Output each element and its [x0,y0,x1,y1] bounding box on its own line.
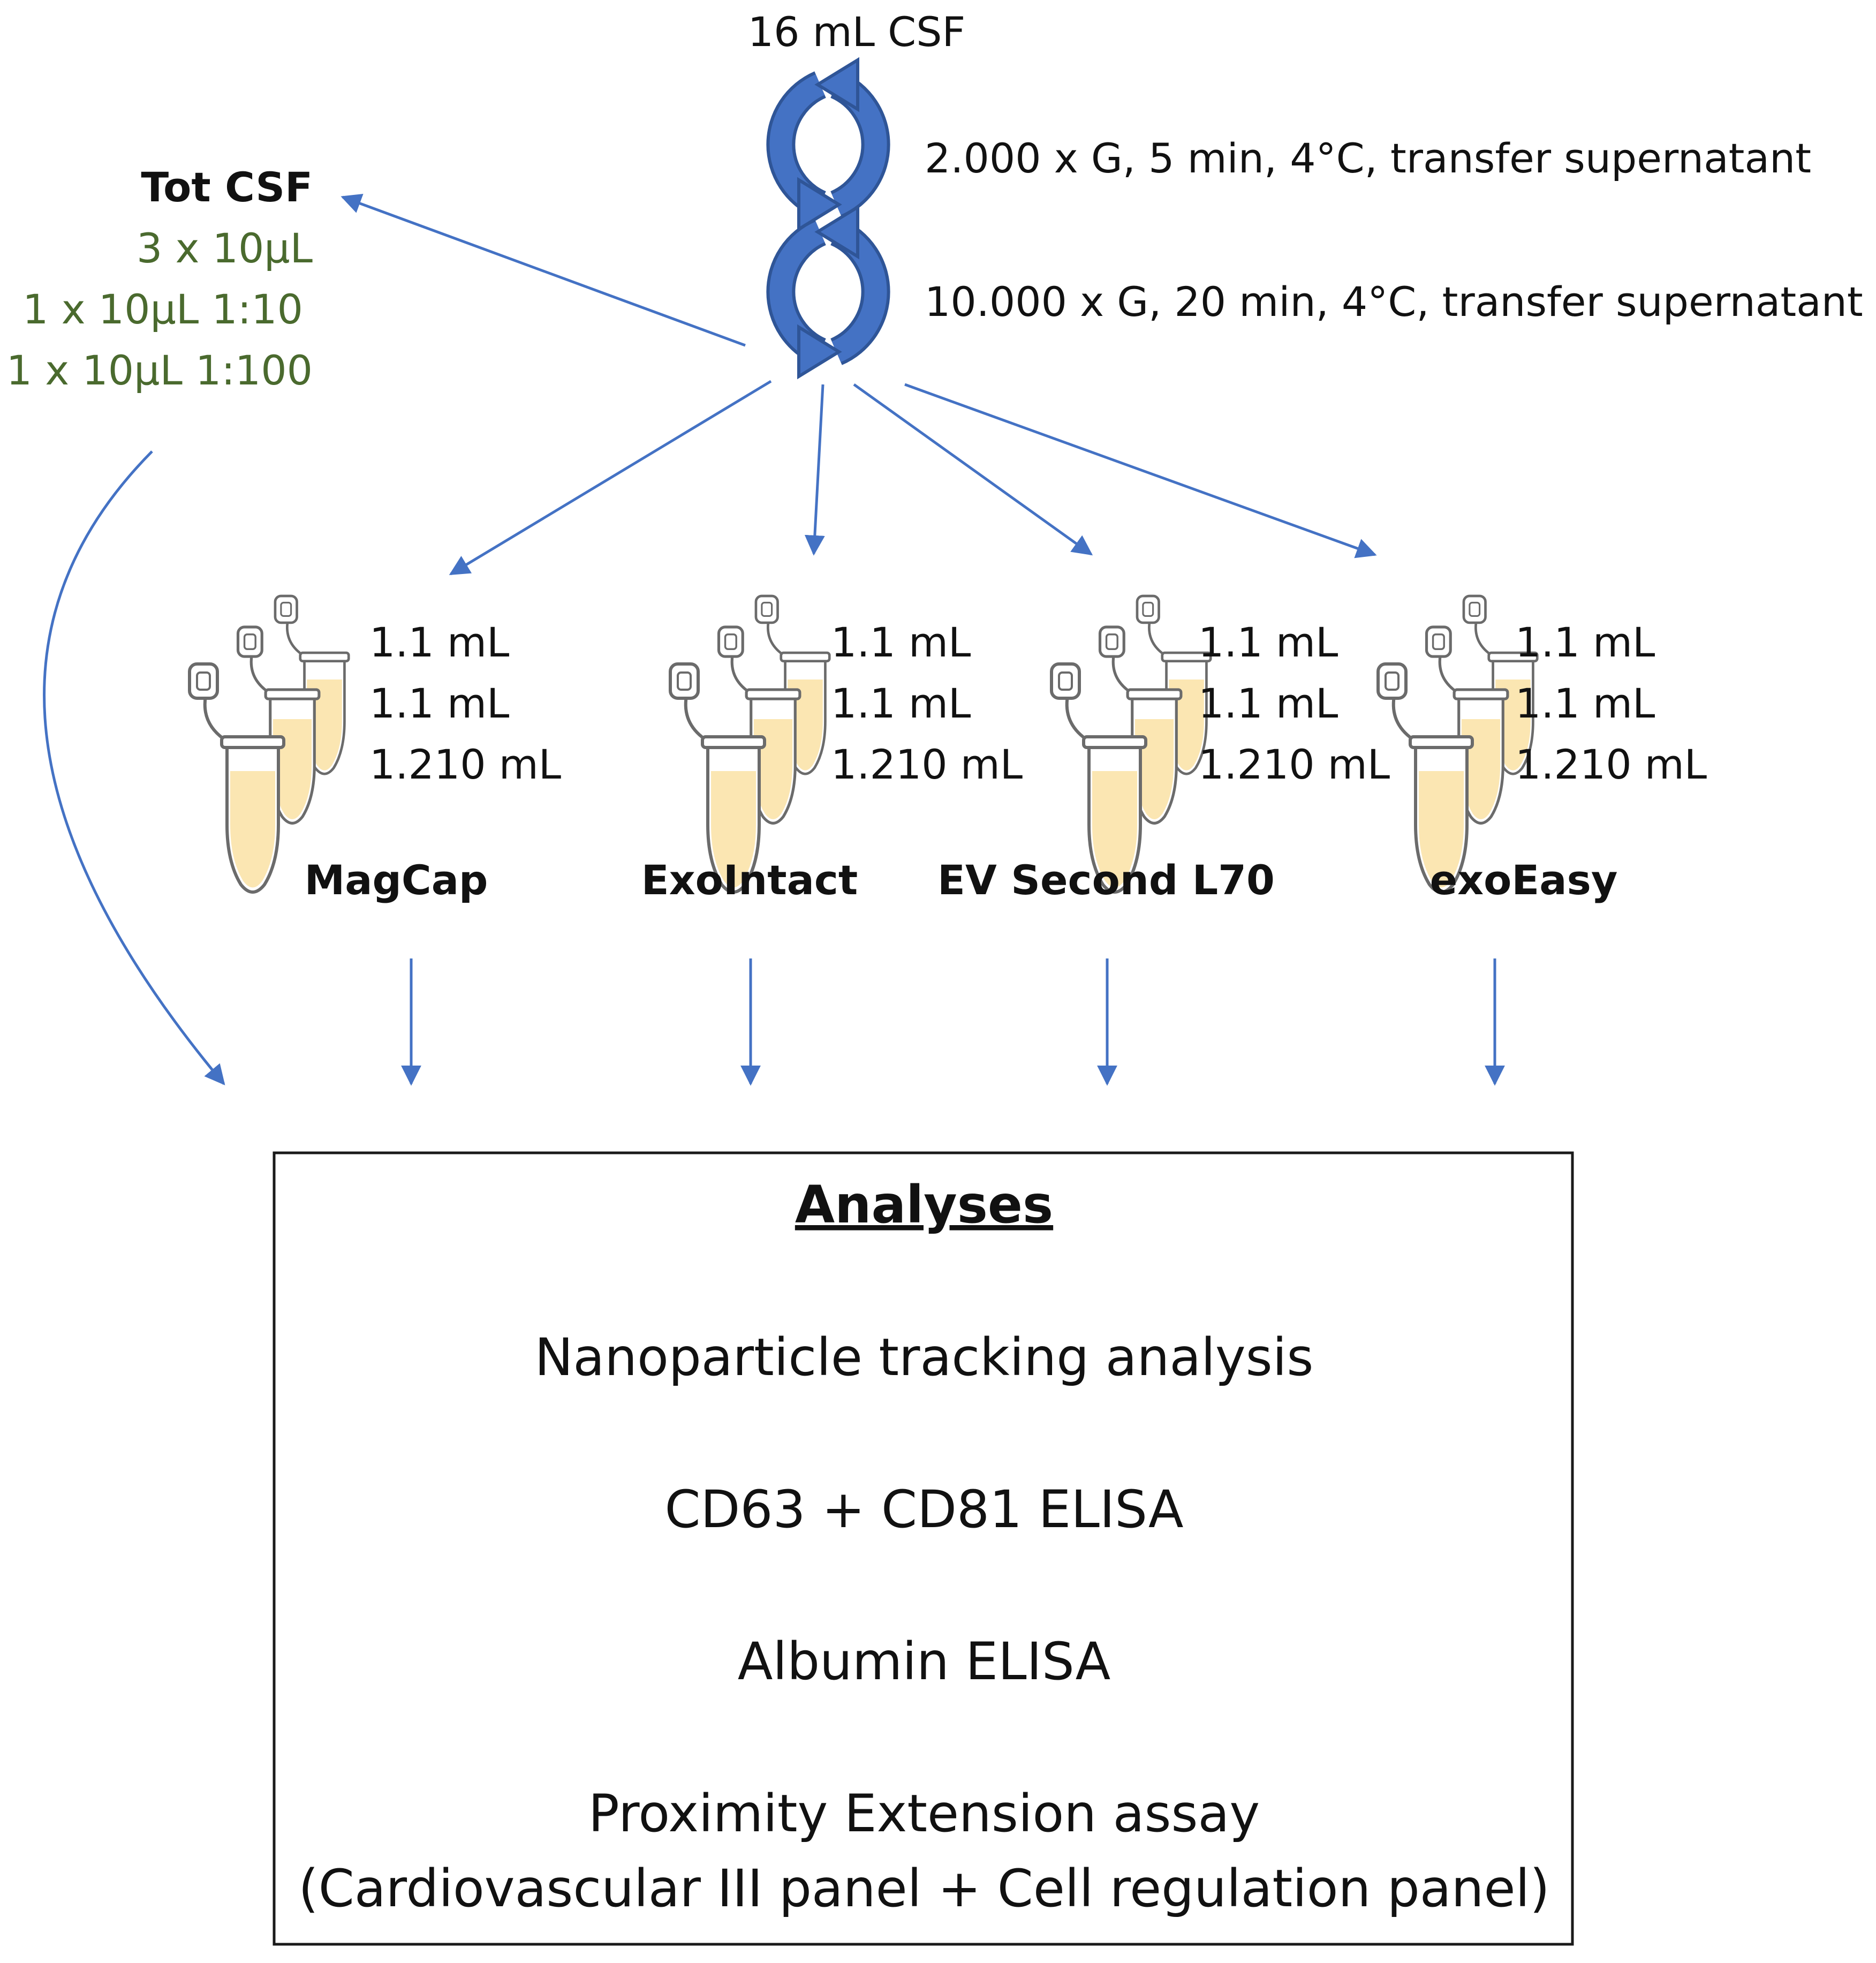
volume-label: 1.210 mL [369,741,561,788]
analysis-item: Proximity Extension assay [588,1784,1260,1844]
analyses-box [273,1151,1574,1946]
arrow-to-tot-csf [341,193,746,347]
analysis-item: CD63 + CD81 ELISA [664,1479,1183,1539]
tot-csf-aliquot: 1 x 10µL 1:10 [22,285,303,333]
centrifuge-cycle-icon [781,207,875,376]
tot-csf-aliquot: 3 x 10µL [137,224,313,272]
volume-label: 1.210 mL [1198,741,1390,788]
arrow-to-magcap [449,380,772,576]
tot-csf-title: Tot CSF [141,163,313,211]
volume-label: 1.1 mL [1198,618,1338,666]
volume-label: 1.1 mL [831,618,971,666]
volume-label: 1.1 mL [831,680,971,727]
tube-rack-icon [670,596,829,892]
arrow-to-ev-second [853,383,1093,556]
volume-label: 1.210 mL [831,741,1023,788]
arrow-to-exointact [804,384,825,556]
arrow-tot-csf-to-analyses [43,450,225,1085]
analysis-item: Nanoparticle tracking analysis [535,1327,1314,1387]
tot-csf-aliquot: 1 x 10µL 1:100 [6,346,313,394]
analyses-title: Analyses [795,1175,1053,1235]
method-name-exointact: ExoIntact [641,856,858,904]
analysis-item: (Cardiovascular III panel + Cell regulat… [298,1859,1549,1919]
volume-label: 1.1 mL [369,618,509,666]
source-volume-label: 16 mL CSF [748,8,965,56]
method-name-ev-second-l70: EV Second L70 [937,856,1275,904]
volume-label: 1.1 mL [1515,618,1655,666]
centrifuge-cycle-icon [781,60,875,229]
method-name-magcap: MagCap [305,856,488,904]
analysis-item: Albumin ELISA [738,1632,1111,1692]
arrow-to-exoeasy [904,383,1377,558]
tube-rack-icon [190,596,349,892]
volume-label: 1.210 mL [1515,741,1707,788]
method-name-exoeasy: exoEasy [1430,856,1618,904]
tube-rack-icon [1052,596,1211,892]
tube-rack-icon [1378,596,1537,892]
flow-arrows [43,193,1505,1086]
volume-label: 1.1 mL [369,680,509,727]
volume-label: 1.1 mL [1515,680,1655,727]
volume-label: 1.1 mL [1198,680,1338,727]
centrifuge-step-1-label: 2.000 x G, 5 min, 4°C, transfer supernat… [925,134,1811,182]
centrifuge-step-2-label: 10.000 x G, 20 min, 4°C, transfer supern… [925,278,1863,326]
